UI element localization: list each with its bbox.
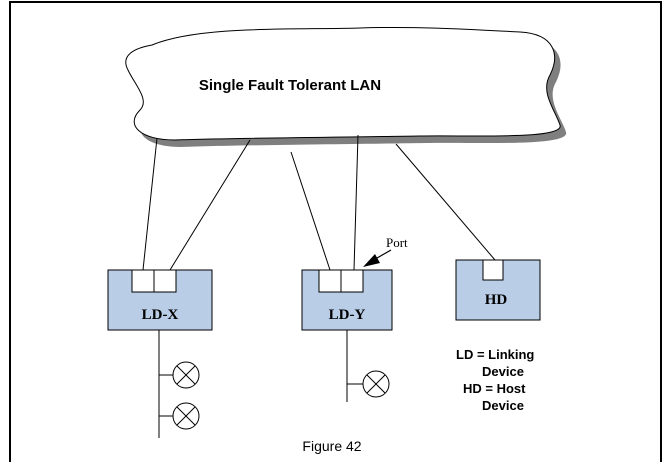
link-lan-ldx-port2 bbox=[169, 139, 251, 271]
connection-lines bbox=[142, 134, 496, 271]
ld-y-port-2 bbox=[340, 269, 364, 293]
lan-cloud bbox=[125, 26, 561, 141]
legend-hd-line2: Device bbox=[482, 398, 524, 413]
ld-x-field-bus bbox=[158, 330, 173, 438]
legend: LD = Linking Device HD = Host Device bbox=[456, 347, 534, 413]
ld-y-field-bus bbox=[346, 330, 363, 402]
link-lan-ldy-port2 bbox=[353, 134, 359, 271]
figure-caption: Figure 42 bbox=[302, 438, 361, 454]
figure-frame bbox=[9, 1, 662, 462]
ld-x-port-1 bbox=[131, 269, 155, 293]
legend-hd-line1: HD = Host bbox=[463, 381, 526, 396]
ld-x-port-2 bbox=[153, 269, 177, 293]
lamp-icon bbox=[362, 370, 390, 398]
port-arrow bbox=[363, 249, 392, 267]
port-label: Port bbox=[386, 235, 408, 250]
link-lan-hd bbox=[395, 143, 496, 261]
hd-port bbox=[482, 259, 504, 281]
link-lan-ldx-port1 bbox=[142, 137, 158, 271]
ld-y-label: LD-Y bbox=[329, 307, 366, 323]
lamp-icon bbox=[172, 361, 200, 389]
link-lan-ldy-port1 bbox=[290, 151, 331, 271]
lan-label: Single Fault Tolerant LAN bbox=[199, 77, 381, 94]
legend-ld-line2: Device bbox=[482, 364, 524, 379]
lamp-icon bbox=[172, 402, 200, 430]
ld-y-port-1 bbox=[318, 269, 342, 293]
device-ld-x: LD-X bbox=[107, 269, 213, 331]
ld-x-label: LD-X bbox=[142, 307, 179, 323]
device-hd: HD bbox=[455, 259, 541, 321]
legend-ld-line1: LD = Linking bbox=[456, 347, 534, 362]
hd-label: HD bbox=[485, 292, 508, 308]
device-ld-y: LD-Y bbox=[301, 269, 393, 331]
